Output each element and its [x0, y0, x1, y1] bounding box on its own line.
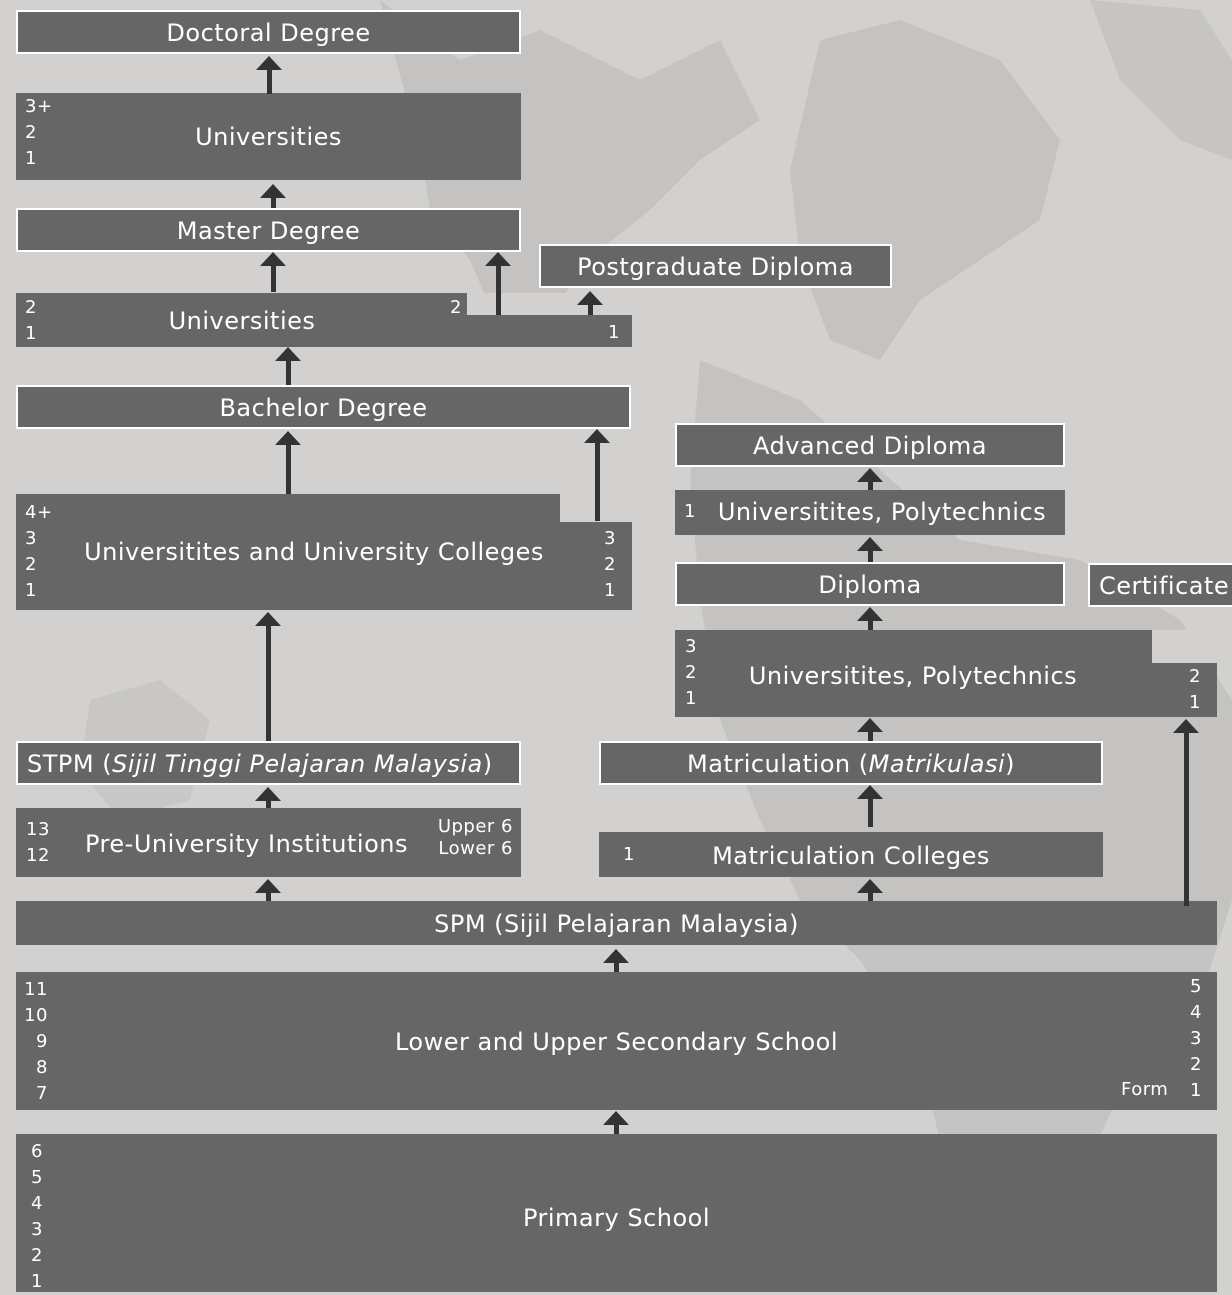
certificate-box: Certificate [1088, 563, 1232, 607]
up-arrow [855, 879, 885, 901]
year-numbers-postgrad-track: 1 [608, 322, 620, 343]
up-arrow [483, 252, 513, 315]
polytechnics-diploma-label: Universitites, Polytechnics [748, 662, 1078, 690]
secondary-school-label: Lower and Upper Secondary School [394, 1028, 838, 1056]
universities-colleges-label: Universitites and University Colleges [84, 538, 544, 566]
year-numbers: 13 12 [26, 819, 50, 866]
postgraduate-diploma-label: Postgraduate Diploma [577, 253, 854, 281]
polytechnics-diploma-box: 3 2 1 Universitites, Polytechnics 2 1 [675, 630, 1217, 717]
year-numbers-right: 2 1 [1189, 666, 1201, 713]
master-degree-label: Master Degree [176, 217, 361, 245]
form-numbers: 5 4 3 2 1 [1190, 976, 1202, 1101]
master-degree-box: Master Degree [16, 208, 521, 252]
matriculation-colleges-label: Matriculation Colleges [712, 842, 990, 870]
diploma-label: Diploma [818, 571, 922, 599]
doctoral-degree-label: Doctoral Degree [166, 19, 371, 47]
year-numbers: 1 [684, 501, 696, 522]
advanced-diploma-label: Advanced Diploma [753, 432, 987, 460]
up-arrow [855, 537, 885, 562]
universities-colleges-box: 4+ 3 2 1 Universitites and University Co… [16, 494, 632, 610]
polytechnics-advanced-label: Universitites, Polytechnics [717, 498, 1047, 526]
up-arrow [1171, 719, 1201, 906]
up-arrow [253, 787, 283, 808]
year-numbers: 1 [623, 844, 635, 865]
up-arrow [601, 949, 631, 972]
up-arrow [855, 607, 885, 630]
year-numbers: 3+ 2 1 [25, 96, 53, 169]
up-arrow [258, 252, 288, 292]
up-arrow [258, 184, 288, 208]
up-arrow [582, 429, 612, 521]
doctoral-degree-box: Doctoral Degree [16, 10, 521, 54]
pre-university-box: 13 12 Pre-University Institutions Upper … [16, 808, 521, 877]
up-arrow [253, 612, 283, 741]
year-numbers-left: 2 1 [25, 297, 37, 344]
year-numbers: 6 5 4 3 2 1 [31, 1141, 43, 1292]
matriculation-colleges-box: 1 Matriculation Colleges [599, 832, 1103, 877]
up-arrow [855, 785, 885, 827]
year-numbers: 11 10 9 8 7 [24, 979, 48, 1104]
up-arrow [855, 718, 885, 741]
up-arrow [273, 347, 303, 385]
polytechnics-advanced-box: 1 Universitites, Polytechnics [675, 490, 1065, 535]
primary-school-box: 6 5 4 3 2 1 Primary School [16, 1134, 1217, 1292]
bachelor-degree-box: Bachelor Degree [16, 385, 631, 429]
universities-doctoral-box: 3+ 2 1 Universities [16, 93, 521, 180]
up-arrow [273, 431, 303, 494]
up-arrow [575, 291, 605, 315]
year-numbers-right: 3 2 1 [604, 528, 616, 601]
universities-doctoral-label: Universities [195, 123, 342, 151]
diploma-box: Diploma [675, 562, 1065, 606]
postgraduate-diploma-box: Postgraduate Diploma [539, 244, 892, 288]
bachelor-degree-label: Bachelor Degree [219, 394, 428, 422]
universities-master-label: Universities [168, 307, 316, 335]
pre-university-label: Pre-University Institutions [85, 830, 408, 858]
up-arrow [601, 1111, 631, 1134]
primary-school-label: Primary School [522, 1204, 711, 1232]
form-label: Form [1121, 1079, 1169, 1100]
secondary-school-box: 11 10 9 8 7 Lower and Upper Secondary Sc… [16, 972, 1217, 1110]
up-arrow [254, 56, 284, 94]
stpm-box: STPM (Sijil Tinggi Pelajaran Malaysia) [16, 741, 521, 785]
spm-label: SPM (Sijil Pelajaran Malaysia) [434, 910, 799, 938]
stpm-label: STPM (Sijil Tinggi Pelajaran Malaysia) [27, 750, 493, 778]
up-arrow [855, 468, 885, 490]
year-numbers-left: 3 2 1 [685, 636, 697, 709]
advanced-diploma-box: Advanced Diploma [675, 423, 1065, 467]
certificate-label: Certificate [1099, 572, 1230, 600]
matriculation-label: Matriculation (Matrikulasi) [687, 750, 1015, 778]
year-numbers-left: 4+ 3 2 1 [25, 502, 53, 601]
spm-box: SPM (Sijil Pelajaran Malaysia) [16, 901, 1217, 945]
form-labels: Upper 6 Lower 6 [437, 816, 513, 859]
year-numbers-master-track: 2 [450, 297, 462, 318]
up-arrow [253, 879, 283, 901]
matriculation-box: Matriculation (Matrikulasi) [599, 741, 1103, 785]
notch [1152, 630, 1217, 663]
